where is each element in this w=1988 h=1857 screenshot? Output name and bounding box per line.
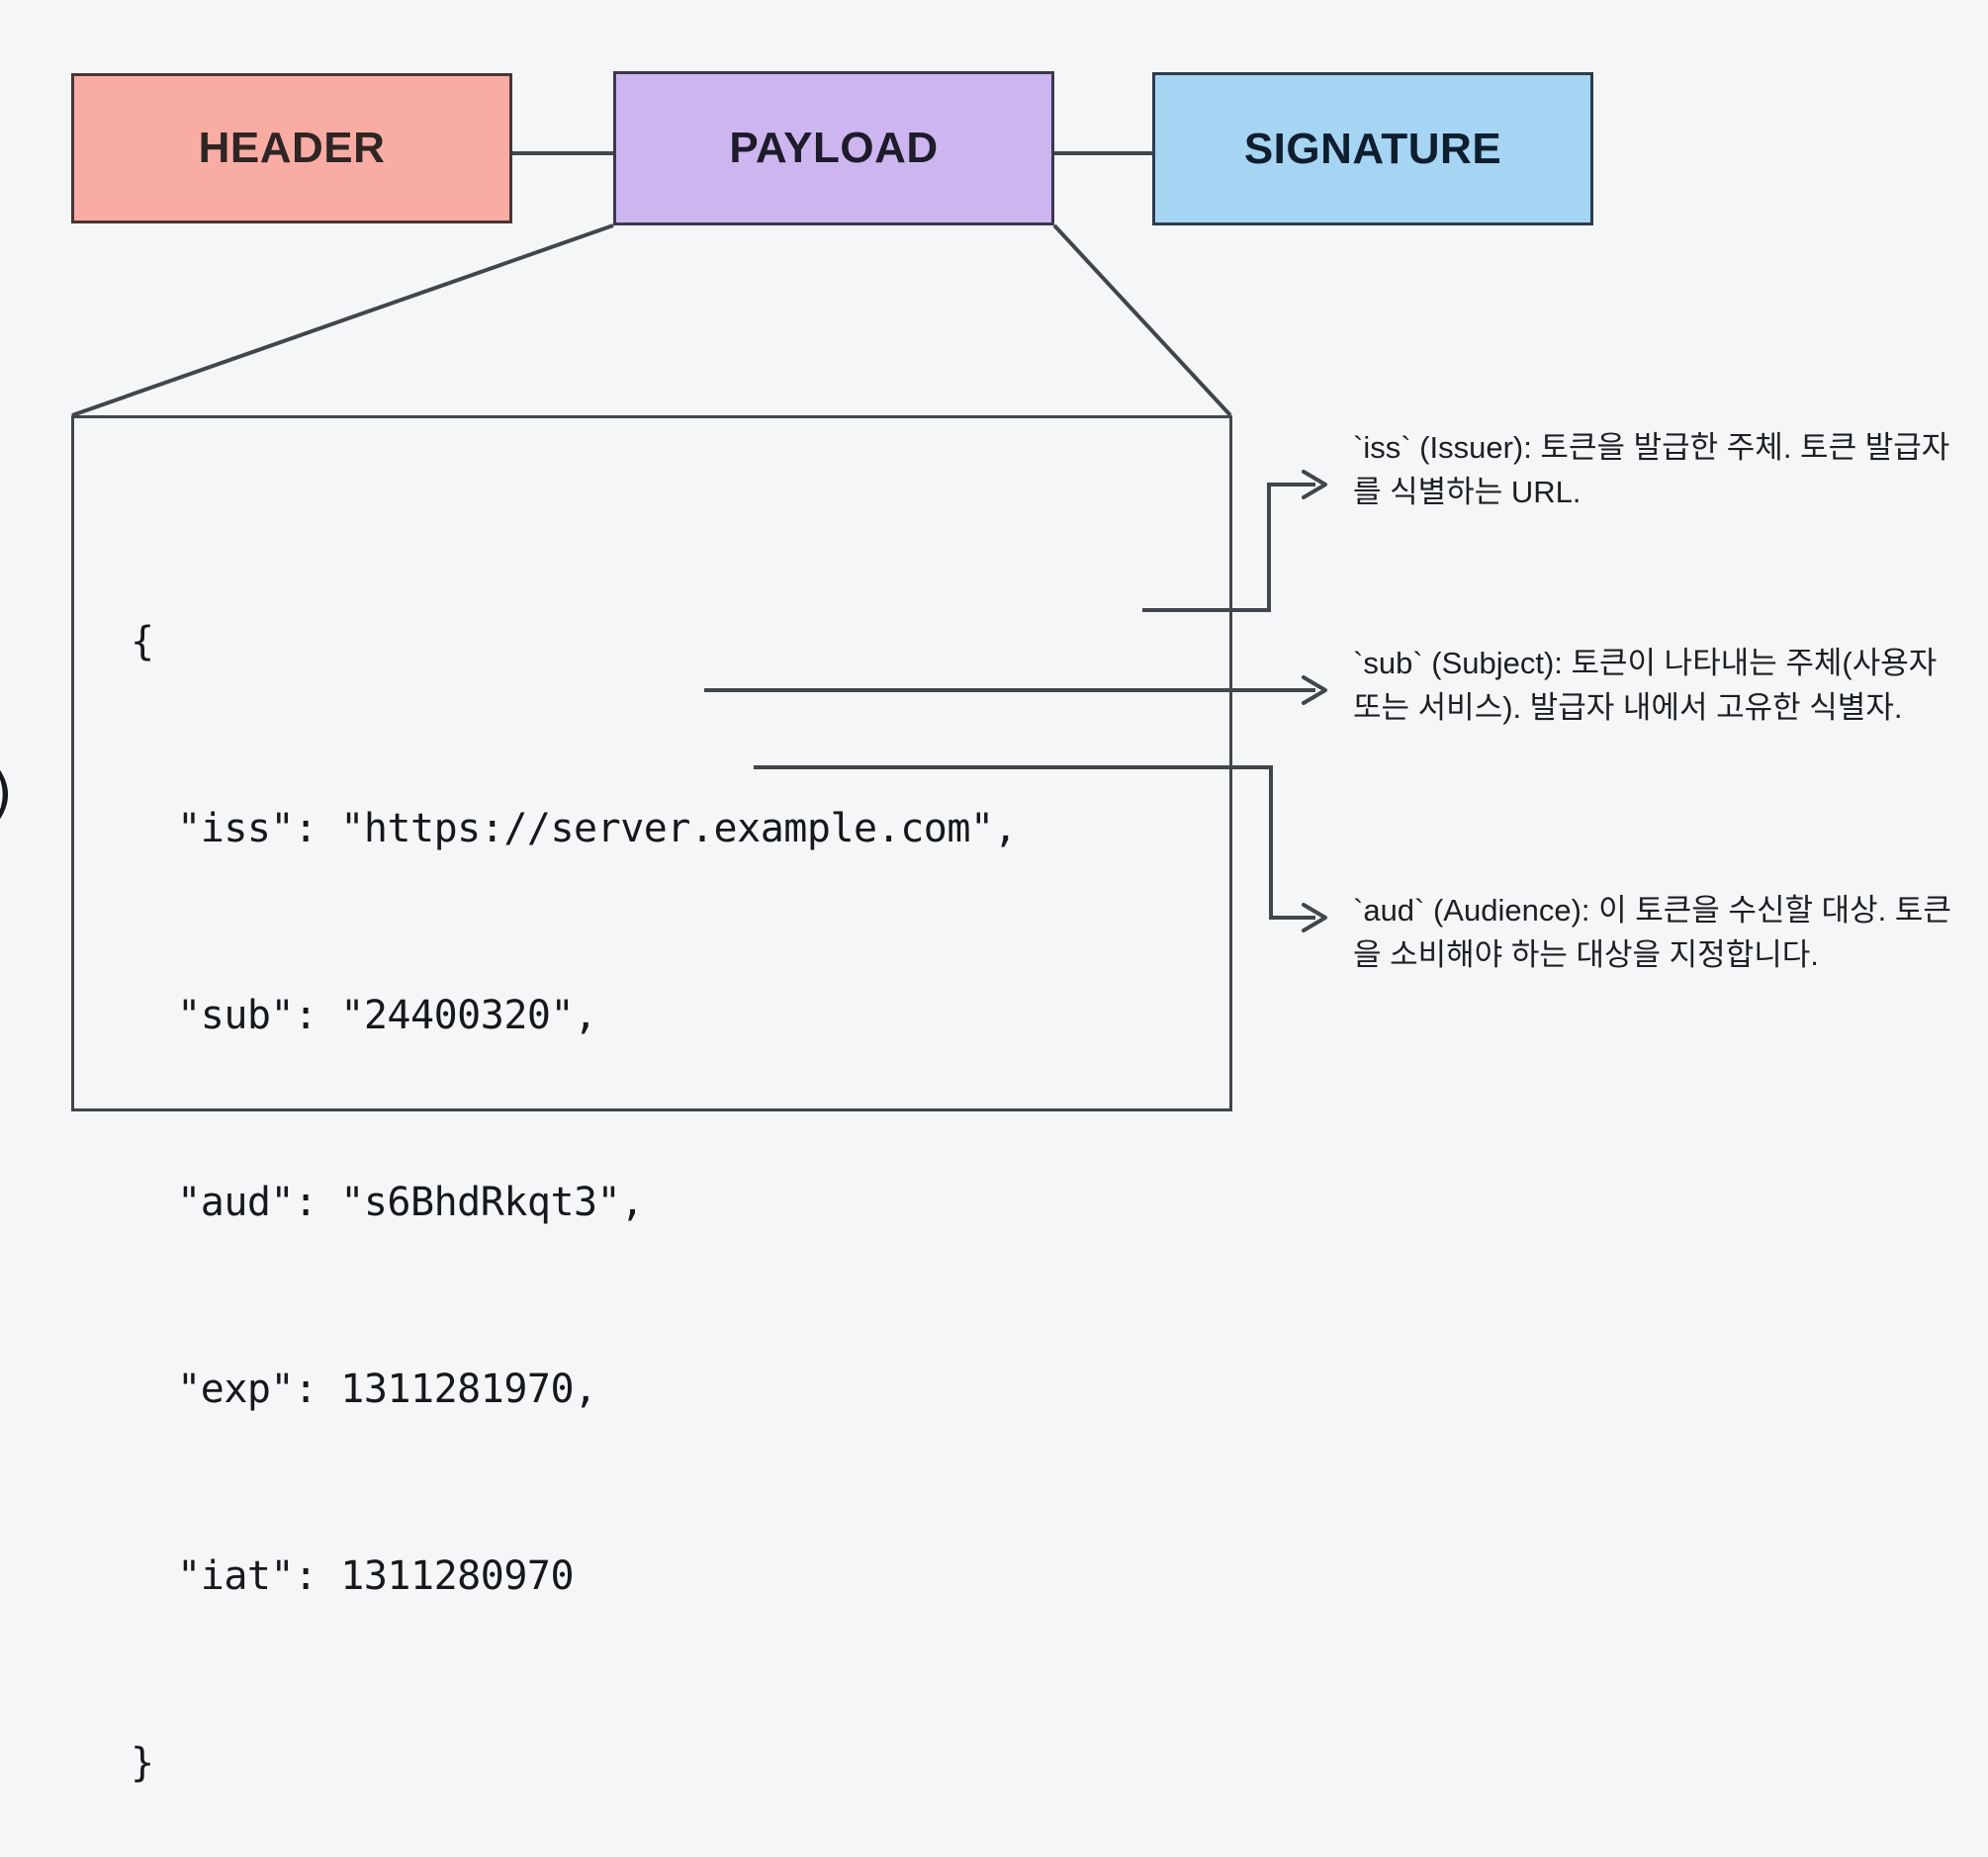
payload-json-code: { "iss": "https://server.example.com", "… [131,486,1018,1857]
annotation-iss: `iss` (Issuer): 토큰을 발급한 주체. 토큰 발급자를 식별하는… [1353,430,1950,509]
json-line-exp: "exp": 1311281970, [131,1367,597,1412]
annotation-aud: `aud` (Audience): 이 토큰을 수신할 대상. 토큰을 소비해야… [1353,893,1951,972]
token-part-payload-label: PAYLOAD [729,124,939,172]
callout-line-iss [1142,483,1315,612]
json-line-iss: "iss": "https://server.example.com", [131,806,1018,851]
token-part-header[interactable]: HEADER [71,73,512,223]
json-line-close: } [131,1740,154,1786]
callout-line-aud [754,765,1315,920]
annotation-sub: `sub` (Subject): 토큰이 나타내는 주체(사용자 또는 서비스)… [1353,646,1938,725]
expand-line-left [71,223,614,417]
token-part-header-label: HEADER [198,124,386,172]
json-line-sub: "sub": "24400320", [131,993,597,1038]
json-line-open: { [131,619,154,664]
json-line-aud: "aud": "s6BhdRkqt3", [131,1180,644,1225]
token-part-signature[interactable]: SIGNATURE [1152,72,1593,225]
callout-arrow-iss [1302,470,1327,499]
callout-arrow-sub [1302,675,1327,705]
json-line-iat: "iat": 1311280970 [131,1553,575,1599]
token-part-signature-label: SIGNATURE [1243,124,1502,173]
token-part-payload[interactable]: PAYLOAD [613,71,1054,225]
callout-arrow-aud [1302,903,1327,932]
diagram-line-layer [71,151,1327,932]
payload-detail-box [71,415,1232,1111]
left-edge-clipped-glyph: ) [0,761,20,826]
expand-line-right [1052,223,1232,417]
